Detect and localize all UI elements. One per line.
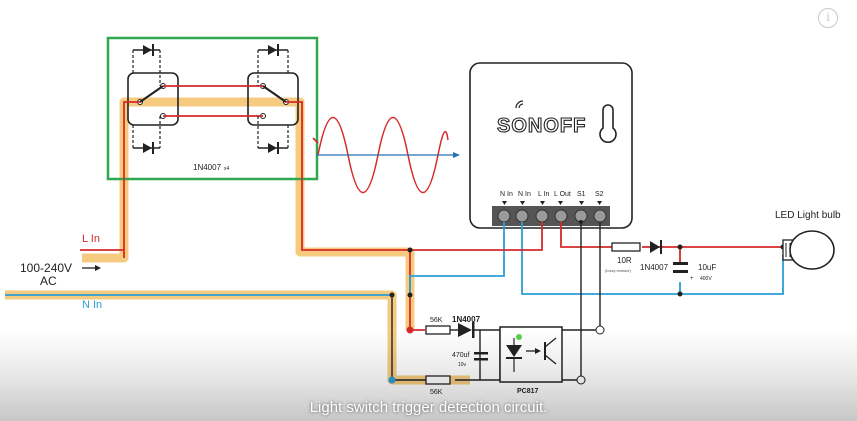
supply-label-line1: 100-240V	[20, 261, 72, 275]
sonoff-device: SONOFF N In N In L In L Out S1 S2	[469, 62, 633, 229]
wifi-icon	[515, 100, 524, 109]
neutral-wires	[5, 222, 784, 296]
arrow-right-icon	[82, 265, 101, 271]
resistor-10r	[611, 242, 641, 252]
diode-leads	[132, 50, 289, 148]
diode-icon	[143, 143, 152, 153]
junction-dots	[388, 220, 786, 385]
terminal-label-1: N In	[518, 191, 531, 198]
diode-icon	[458, 322, 475, 338]
highlight-neutral-path	[5, 290, 470, 385]
highlight-paths	[5, 97, 470, 385]
signal-wires	[391, 222, 601, 381]
svg-text:+: +	[690, 276, 694, 282]
cap-voltage-label: 400V	[700, 276, 712, 282]
resistor-56k-top	[425, 325, 451, 335]
caption-text: Light switch trigger detection circuit.	[309, 399, 548, 416]
diode-icon	[650, 240, 662, 254]
optocoupler-label: PC817	[517, 388, 539, 395]
resistor-56k-bottom-label: 56K	[430, 389, 443, 396]
diode-detect-label: 1N4007	[452, 315, 481, 324]
diode-icon	[268, 45, 277, 55]
supply-label-line2: AC	[40, 274, 57, 288]
switch-section-frame	[106, 36, 319, 181]
diode-icon	[143, 45, 152, 55]
resistor-56k-top-label: 56K	[430, 317, 443, 324]
terminal-arrows	[502, 201, 602, 205]
bulb-label: LED Light bulb	[775, 210, 841, 221]
cap-470-label: 470uf	[452, 352, 470, 359]
live-out-wires	[410, 222, 783, 262]
bulb-icon	[782, 230, 835, 270]
info-icon[interactable]: i	[818, 8, 838, 28]
led-diode-icon	[506, 345, 522, 357]
switch-diodes	[143, 44, 279, 154]
sonoff-brand: SONOFF	[497, 115, 586, 137]
n-in-label: N In	[82, 299, 102, 311]
terminal-label-5: S2	[595, 191, 604, 198]
terminal-label-3: L Out	[554, 191, 571, 198]
capacitor-10uf: +	[673, 262, 694, 282]
l-in-label: L In	[82, 233, 100, 245]
resistor-56k-bottom	[425, 375, 451, 385]
resistor-10r-label: 10R	[617, 256, 632, 265]
optocoupler	[499, 326, 563, 383]
diode-icon	[268, 143, 277, 153]
capacitor-470uf	[474, 352, 488, 361]
terminal-label-0: N In	[500, 191, 513, 198]
diode-bulb-label: 1N4007	[640, 263, 669, 272]
terminal-label-2: L In	[538, 191, 550, 198]
cap-value-label: 10uF	[698, 263, 716, 272]
resistor-10r-note: (lossy resistor)	[605, 268, 632, 273]
power-touch-icon	[599, 104, 617, 143]
terminal-screws	[497, 209, 607, 223]
cap-470-v-label: 10v	[458, 362, 467, 368]
terminal-label-4: S1	[577, 191, 586, 198]
